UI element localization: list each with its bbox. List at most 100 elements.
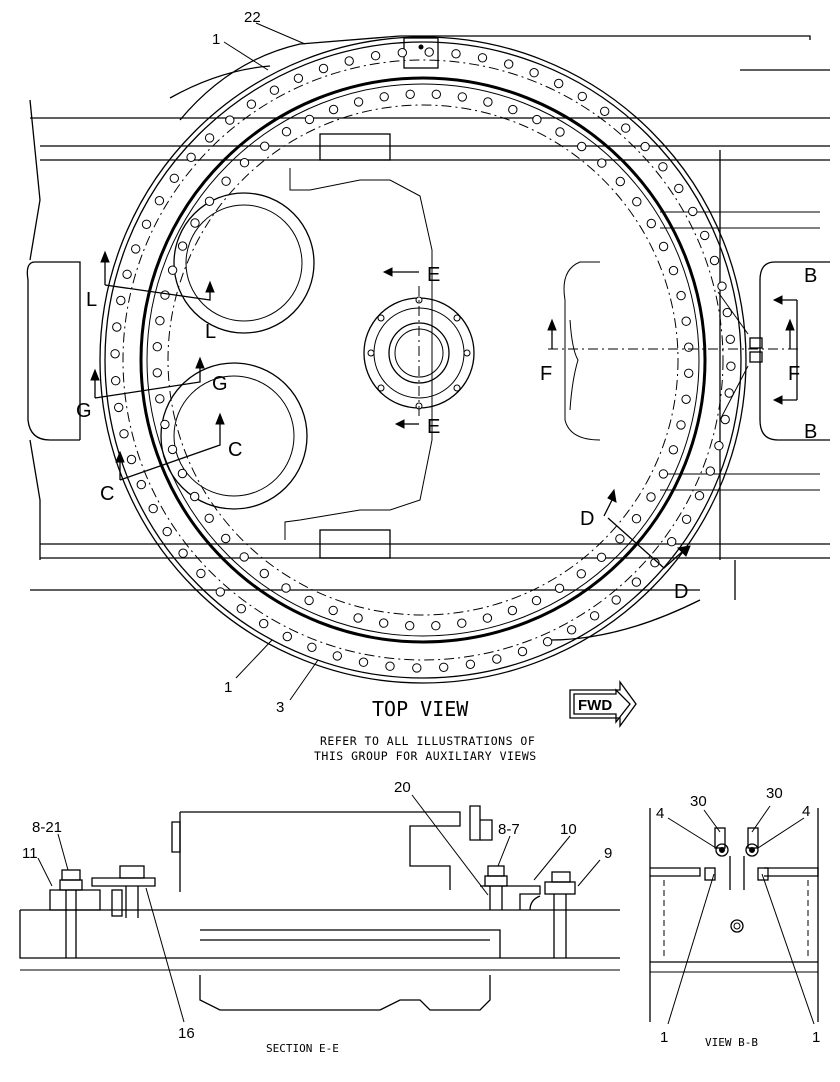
bolt-hole bbox=[246, 99, 257, 109]
bolt-hole bbox=[431, 89, 441, 100]
bolt-hole bbox=[477, 53, 488, 63]
bolt-hole bbox=[190, 491, 200, 502]
bolt-hole bbox=[646, 492, 656, 502]
bolt-hole bbox=[136, 479, 147, 490]
bolt-hole bbox=[412, 663, 422, 673]
callout-1-left: 1 bbox=[660, 1029, 668, 1046]
bolt-hole bbox=[600, 106, 610, 117]
callout-22: 22 bbox=[244, 9, 261, 26]
bolt-hole bbox=[532, 114, 542, 125]
bolt-hole bbox=[725, 334, 735, 344]
bolt-hole bbox=[457, 92, 467, 102]
bolt-hole bbox=[332, 651, 342, 661]
section-e-e-caption: SECTION E-E bbox=[266, 1042, 339, 1055]
note-line-1: REFER TO ALL ILLUSTRATIONS OF bbox=[320, 734, 535, 748]
bolt-hole bbox=[154, 196, 165, 206]
bolt-hole bbox=[482, 613, 493, 623]
bolt-hole bbox=[167, 444, 178, 455]
bolt-hole bbox=[658, 162, 668, 172]
callout-1-right: 1 bbox=[812, 1029, 820, 1046]
section-l-left: L bbox=[86, 289, 97, 311]
section-g-right: G bbox=[212, 373, 228, 395]
section-d-bottom: D bbox=[674, 581, 688, 603]
bolt-hole bbox=[504, 59, 514, 69]
right-fitting bbox=[717, 291, 763, 421]
bolt-hole bbox=[152, 368, 163, 378]
bolt-hole bbox=[304, 114, 315, 125]
bolt-hole bbox=[155, 316, 165, 326]
callout-3: 3 bbox=[276, 699, 284, 716]
section-c-right: C bbox=[228, 439, 242, 461]
bolt-hole bbox=[328, 605, 338, 616]
bolt-hole bbox=[162, 526, 172, 537]
bolt-hole bbox=[177, 241, 188, 251]
bolt-hole bbox=[379, 618, 389, 628]
bolt-hole bbox=[492, 654, 502, 664]
bolt-hole bbox=[281, 127, 292, 137]
callout-4-right: 4 bbox=[802, 803, 810, 820]
section-lines bbox=[90, 250, 800, 569]
bolt-hole bbox=[542, 637, 553, 647]
bolt-hole bbox=[141, 219, 152, 230]
bolt-hole bbox=[668, 445, 679, 455]
bolt-hole bbox=[508, 104, 518, 115]
bolt-hole bbox=[658, 241, 669, 252]
bolt-hole bbox=[239, 158, 250, 168]
bolt-hole bbox=[517, 646, 528, 657]
bolt-hole bbox=[700, 230, 710, 241]
center-hub bbox=[363, 286, 475, 420]
bolt-hole bbox=[178, 548, 188, 558]
bolt-hole bbox=[465, 659, 476, 669]
bolt-hole bbox=[379, 92, 389, 102]
bolt-hole bbox=[215, 587, 226, 597]
bolt-hole bbox=[152, 342, 163, 352]
bolt-hole bbox=[555, 127, 565, 137]
bolt-hole bbox=[451, 49, 461, 59]
bolt-hole bbox=[621, 123, 631, 133]
bolt-hole bbox=[676, 290, 686, 301]
bolt-hole bbox=[554, 78, 564, 89]
bolt-hole bbox=[259, 618, 269, 629]
bolt-hole bbox=[353, 97, 364, 107]
top-view-title: TOP VIEW bbox=[372, 697, 469, 721]
bolt-hole bbox=[576, 569, 586, 579]
section-g-left: G bbox=[76, 400, 92, 422]
section-f-left: F bbox=[540, 363, 552, 385]
bolt-hole bbox=[122, 269, 132, 279]
bolt-hole bbox=[225, 115, 235, 125]
leader-lines bbox=[223, 22, 319, 701]
bolt-holes-inner bbox=[152, 89, 694, 631]
bolt-hole bbox=[724, 388, 734, 398]
section-e-top: E bbox=[427, 264, 440, 286]
callout-9: 9 bbox=[604, 845, 612, 862]
bolt-hole bbox=[204, 196, 215, 207]
view-b-b: 4 30 30 4 1 1 VIEW B-B bbox=[649, 785, 820, 1049]
bolt-hole bbox=[439, 662, 449, 672]
bolt-hole bbox=[597, 158, 607, 168]
bolt-hole bbox=[190, 218, 200, 228]
callout-10: 10 bbox=[560, 821, 577, 838]
bolt-hole bbox=[684, 368, 694, 378]
bolt-hole bbox=[353, 613, 363, 623]
callout-8-7: 8-7 bbox=[498, 821, 520, 838]
bolt-hole bbox=[177, 468, 188, 479]
bolt-hole bbox=[239, 552, 249, 562]
bolt-hole bbox=[694, 491, 705, 501]
bolt-hole bbox=[405, 621, 415, 631]
bolt-hole bbox=[186, 152, 196, 163]
bolt-hole bbox=[646, 218, 656, 229]
bolt-hole bbox=[204, 513, 214, 523]
section-l-right: L bbox=[205, 321, 216, 343]
callout-30-right: 30 bbox=[766, 785, 783, 802]
bolt-hole bbox=[726, 361, 736, 371]
bolt-hole bbox=[577, 91, 587, 102]
fwd-arrow: FWD bbox=[569, 680, 637, 728]
bolt-hole bbox=[615, 176, 625, 187]
bolt-hole bbox=[116, 295, 126, 306]
bolt-hole bbox=[658, 469, 669, 479]
bolt-hole bbox=[111, 376, 121, 386]
bolt-hole bbox=[236, 604, 247, 614]
callout-4-left: 4 bbox=[656, 805, 664, 822]
bolt-hole bbox=[119, 429, 129, 439]
